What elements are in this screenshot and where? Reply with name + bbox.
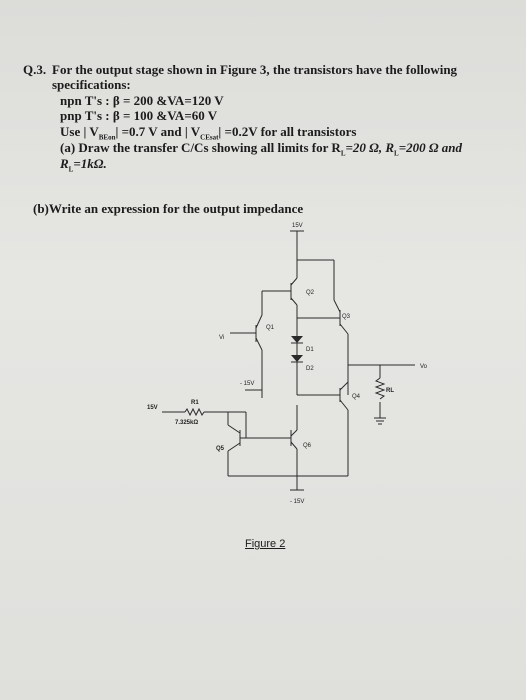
use-text: Use | V xyxy=(60,124,99,139)
vi-label: Vi xyxy=(219,335,224,341)
part-a-text: (a) Draw the transfer C/Cs showing all l… xyxy=(60,140,341,155)
q4-label: Q4 xyxy=(352,394,361,400)
use-mid: | =0.7 V and | V xyxy=(115,124,201,139)
part-a-vals2: =200 Ω and xyxy=(398,140,463,155)
part-a-line1: (a) Draw the transfer C/Cs showing all l… xyxy=(60,140,462,162)
rl-sub-1: L xyxy=(340,149,346,158)
vbe-sub: BEon xyxy=(98,133,116,142)
question-number: Q.3. xyxy=(23,62,47,77)
diode-d1-icon xyxy=(291,336,303,343)
left-supply-label: 15V xyxy=(147,405,158,411)
vee-bottom-label: - 15V xyxy=(290,499,304,505)
q2-label: Q2 xyxy=(306,290,315,296)
question-intro-1: For the output stage shown in Figure 3, … xyxy=(52,62,458,77)
part-a-vals: =20 Ω, R xyxy=(345,140,395,155)
rl-label: RL xyxy=(386,388,394,394)
q3-label: Q3 xyxy=(342,314,351,320)
r1-label: R1 xyxy=(191,400,199,406)
use-end: | =0.2V for all transistors xyxy=(218,124,357,139)
q6-label: Q6 xyxy=(303,443,312,449)
part-b: (b)Write an expression for the output im… xyxy=(33,201,304,216)
pnp-spec: pnp T's : β = 100 &VA=60 V xyxy=(60,108,218,123)
diode-d2-icon xyxy=(291,355,303,362)
q1-label: Q1 xyxy=(266,325,275,331)
d2-label: D2 xyxy=(306,366,314,372)
vcc-label: 15V xyxy=(292,223,303,229)
vce-sub: CEsat xyxy=(200,133,219,142)
r1-value: 7.325kΩ xyxy=(175,420,198,426)
npn-spec: npn T's : β = 200 &VA=120 V xyxy=(60,93,224,108)
figure-caption: Figure 2 xyxy=(245,538,286,550)
vo-label: Vo xyxy=(420,364,428,370)
part-a-line2: RL=1kΩ. xyxy=(60,156,107,178)
rl-sub-3: L xyxy=(68,165,74,174)
question-intro-2: specifications: xyxy=(52,77,131,92)
q5-label: Q5 xyxy=(216,446,225,452)
use-line: Use | VBEon| =0.7 V and | VCEsat| =0.2V … xyxy=(60,124,356,146)
rl-sub-2: L xyxy=(394,149,399,158)
part-a-end: =1kΩ. xyxy=(73,156,107,171)
part-a-r: R xyxy=(60,156,69,171)
vee-label: - 15V xyxy=(240,381,254,387)
d1-label: D1 xyxy=(306,347,314,353)
